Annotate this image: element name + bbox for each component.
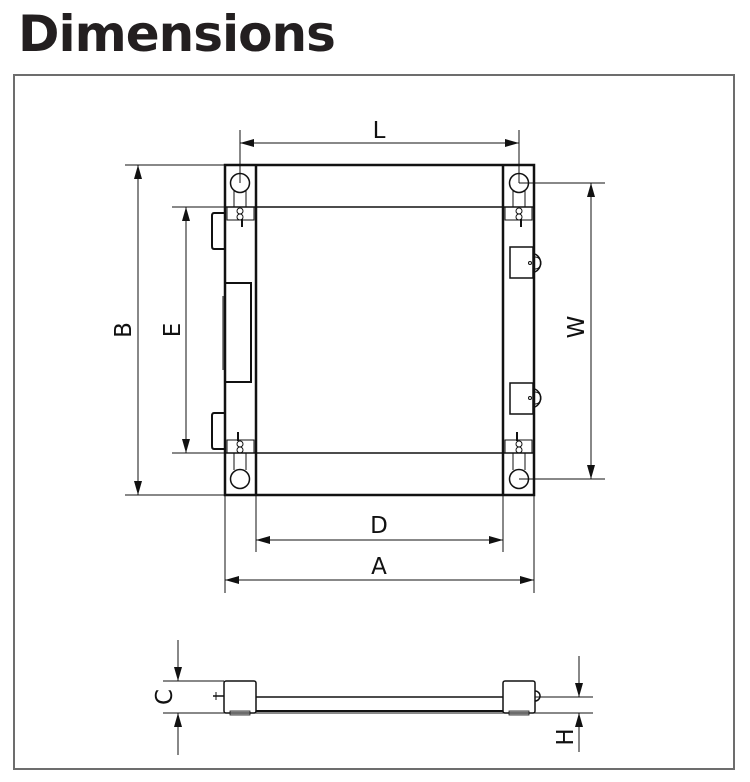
- dimension-label-w: W: [564, 316, 590, 339]
- foot-bottom-left: [226, 432, 255, 490]
- junction-box: [224, 282, 252, 383]
- dimension-label-b: B: [111, 322, 137, 338]
- drawing-frame: [13, 74, 735, 770]
- foot-bottom-right: [504, 432, 533, 490]
- handle-top-left: [211, 212, 225, 250]
- dimension-label-e: E: [160, 323, 186, 338]
- dimension-label-c: C: [152, 689, 178, 705]
- load-cell-bottom-right: [509, 382, 542, 415]
- load-cell-top-right: [509, 246, 542, 279]
- handle-bottom-left: [211, 412, 225, 450]
- dimension-label-a: A: [371, 554, 387, 580]
- top-view: [125, 130, 605, 593]
- dimension-label-h: H: [553, 728, 579, 745]
- page-title: Dimensions: [18, 5, 336, 63]
- foot-top-left: [226, 172, 255, 227]
- dimension-label-d: D: [370, 513, 388, 539]
- dimension-label-l: L: [373, 118, 386, 144]
- side-view: [163, 640, 593, 755]
